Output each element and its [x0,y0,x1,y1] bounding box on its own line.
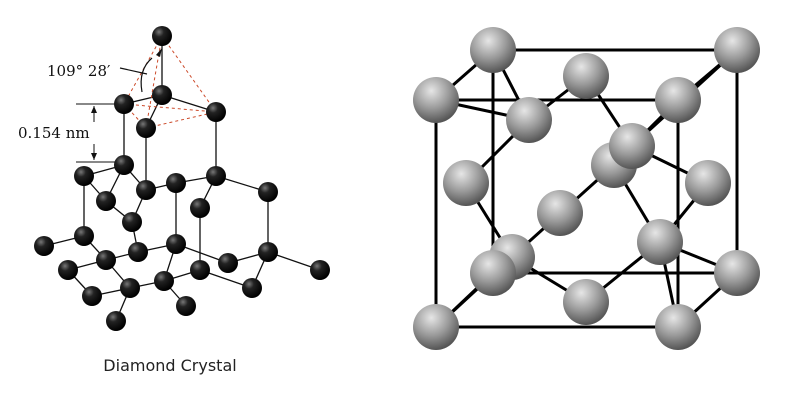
carbon-atom [34,236,54,256]
corner-atom [655,304,701,350]
carbon-atom [58,260,78,280]
face-center-atom [685,160,731,206]
face-center-atom [443,160,489,206]
face-center-atom [563,53,609,99]
carbon-atom [74,166,94,186]
unit-cell-right-diagram [413,27,760,350]
carbon-atom [218,253,238,273]
carbon-atom [152,85,172,105]
carbon-atom [114,155,134,175]
bond-length-indicator [76,103,118,163]
carbon-atom [258,182,278,202]
carbon-atom [96,250,116,270]
diamond-crystal-caption: Diamond Crystal [103,356,237,375]
interior-atom [506,97,552,143]
carbon-atom [190,198,210,218]
carbon-atom [258,242,278,262]
carbon-atom [206,102,226,122]
carbon-atom [242,278,262,298]
carbon-atom [74,226,94,246]
bond-angle-label: 109° 28′ [47,62,111,80]
carbon-atom [114,94,134,114]
corner-atom [470,27,516,73]
corner-atom [413,77,459,123]
interior-atom [637,219,683,265]
carbon-atom [82,286,102,306]
carbon-atom [310,260,330,280]
lattice-atoms [34,26,330,331]
carbon-atom [120,278,140,298]
carbon-atom [96,191,116,211]
tetrahedron-outline [123,35,217,129]
corner-atom [714,27,760,73]
carbon-atom [166,234,186,254]
bond-length-label: 0.154 nm [18,124,90,142]
carbon-atom [166,173,186,193]
carbon-atom [128,242,148,262]
lattice-left-diagram: 109° 28′ 0.154 nm [18,26,330,331]
carbon-atom [206,166,226,186]
face-center-atom [563,279,609,325]
corner-atom [714,250,760,296]
carbon-atom [136,118,156,138]
face-center-atom [537,190,583,236]
carbon-atom [190,260,210,280]
corner-atom [655,77,701,123]
carbon-atom [106,311,126,331]
carbon-atom [152,26,172,46]
carbon-atom [154,271,174,291]
carbon-atom [122,212,142,232]
carbon-atom [176,296,196,316]
unit-cell-atoms [413,27,760,350]
corner-atom [413,304,459,350]
corner-atom [470,250,516,296]
interior-atom [609,123,655,169]
carbon-atom [136,180,156,200]
bond-angle-indicator [119,48,162,93]
